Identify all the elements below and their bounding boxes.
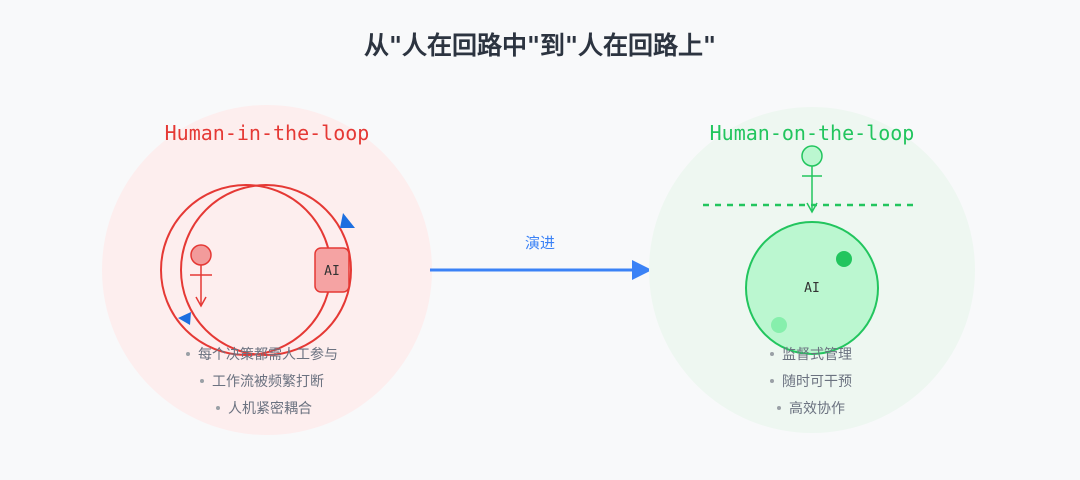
- bullet-dot: [770, 379, 774, 383]
- ai-box: AI: [314, 247, 350, 293]
- bullet-dot: [777, 406, 781, 410]
- ai-node-light: [771, 317, 787, 333]
- ai-box-label: AI: [324, 264, 340, 279]
- ai-node-dark: [836, 251, 852, 267]
- evolution-arrow: 演进: [430, 234, 652, 280]
- right-heading: Human-on-the-loop: [710, 121, 915, 145]
- bullet-dot: [200, 379, 204, 383]
- right-bullet-3: 高效协作: [789, 400, 845, 417]
- left-bullet-2: 工作流被频繁打断: [212, 373, 324, 390]
- right-panel: Human-on-the-loop AI 监督式管理 随时可干预 高效协作: [649, 107, 975, 433]
- ai-circle-label: AI: [804, 281, 820, 296]
- right-bullet-1: 监督式管理: [782, 347, 852, 363]
- right-bullet-2: 随时可干预: [782, 374, 852, 390]
- left-bullet-3: 人机紧密耦合: [228, 400, 312, 417]
- cycle-arrowhead-right: [340, 213, 355, 228]
- left-heading: Human-in-the-loop: [165, 121, 370, 145]
- arrowhead: [632, 260, 652, 280]
- bullet-dot: [216, 406, 220, 410]
- arrow-label: 演进: [525, 234, 555, 252]
- bullet-dot: [770, 352, 774, 356]
- ai-circle: AI: [745, 221, 879, 355]
- person-icon: [190, 244, 212, 308]
- left-bullet-list: 每个决策都需人工参与 工作流被频繁打断 人机紧密耦合: [186, 346, 338, 417]
- right-bullet-list: 监督式管理 随时可干预 高效协作: [770, 347, 852, 417]
- left-bullet-1: 每个决策都需人工参与: [198, 346, 338, 363]
- page-title: 从"人在回路中"到"人在回路上": [364, 31, 716, 60]
- bullet-dot: [186, 352, 190, 356]
- cycle-arrowhead-left: [178, 312, 191, 325]
- left-panel: Human-in-the-loop AI 每个决策都需人工参与 工作流被频繁打断…: [102, 105, 432, 435]
- left-background-circle: [102, 105, 432, 435]
- loop-circle-ai: [180, 184, 352, 356]
